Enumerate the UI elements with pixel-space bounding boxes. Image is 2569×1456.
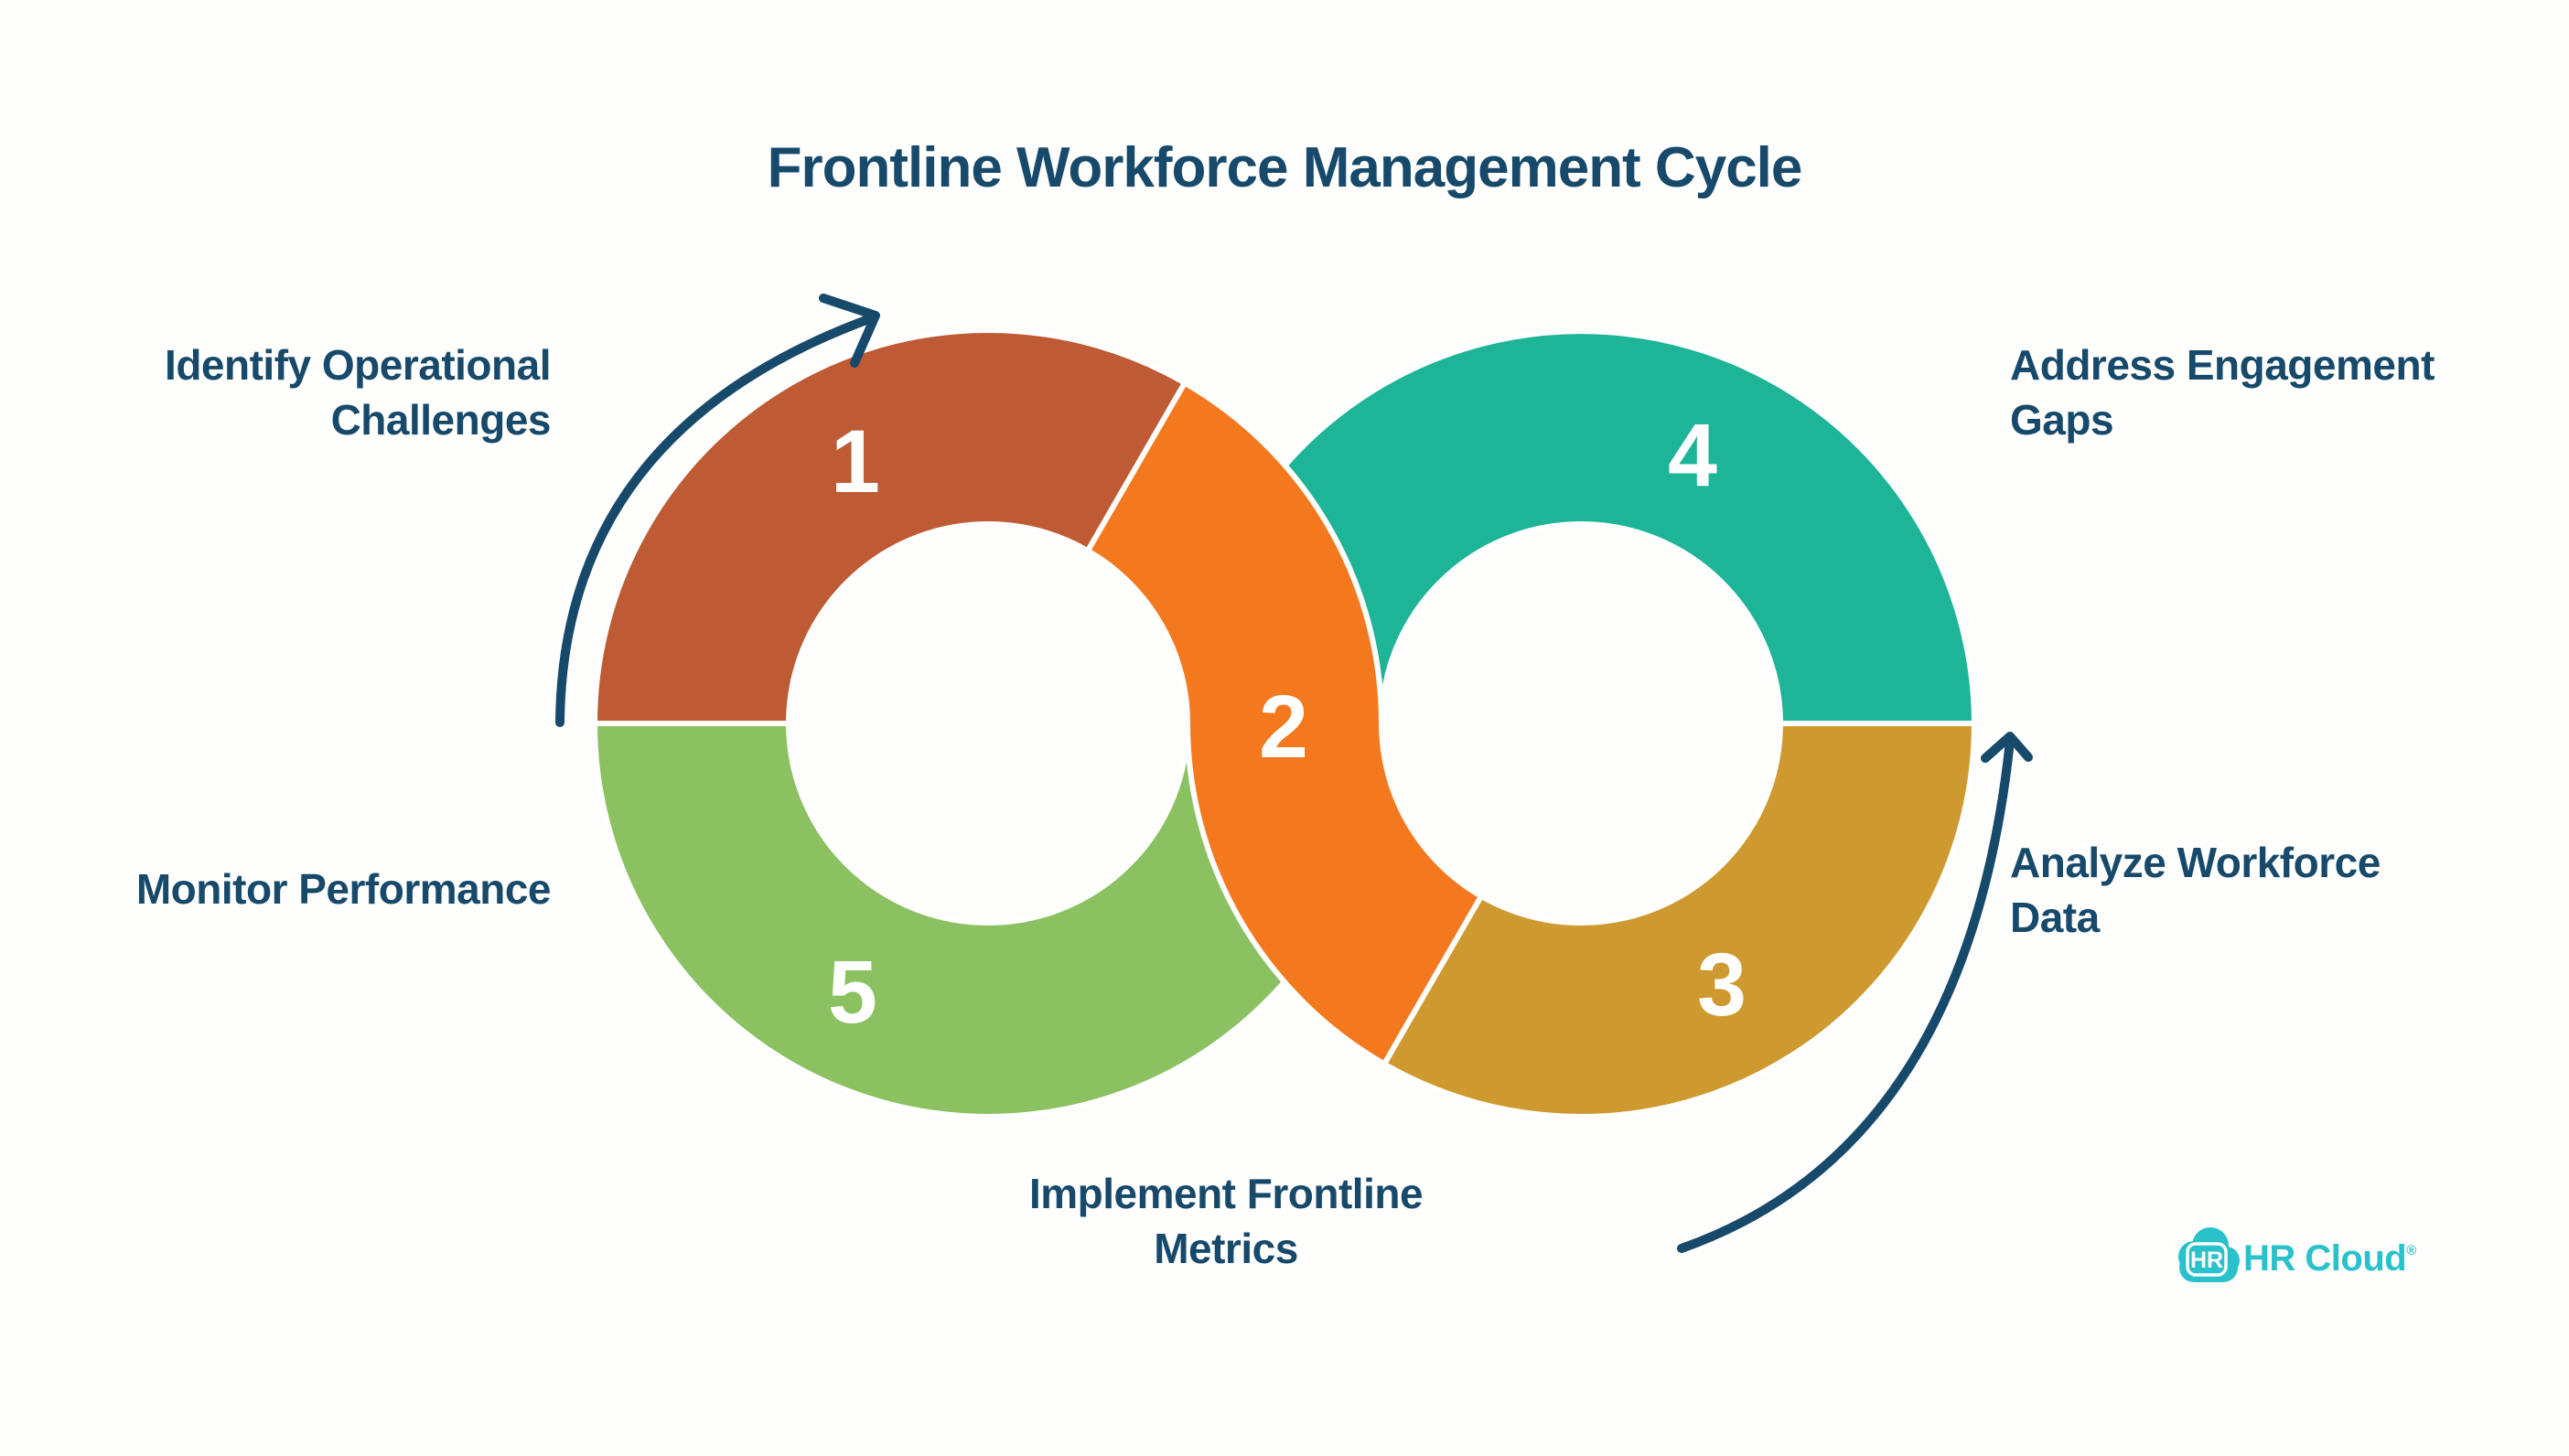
flow-arrow-right-shaft [1677, 736, 2015, 1253]
step-4-number: 4 [1668, 405, 1717, 505]
step-5-label: Monitor Performance [38, 862, 552, 916]
step-5-number: 5 [828, 942, 877, 1042]
step-4-label-line2: Gaps [2010, 396, 2114, 444]
step-1-label-line2: Challenges [330, 396, 552, 444]
step-5-label-line1: Monitor Performance [135, 865, 552, 913]
step-1-label-line1: Identify Operational [165, 341, 551, 389]
step-2-label: Implement Frontline Metrics [906, 1166, 1546, 1276]
step-3-number: 3 [1697, 935, 1747, 1034]
step-2-label-line2: Metrics [1154, 1225, 1298, 1272]
step-2-number: 2 [1259, 677, 1308, 776]
hr-badge-outline [2186, 1242, 2228, 1277]
flow-arrow-left-head [819, 294, 880, 368]
hr-cloud-logo-wordmark: HR Cloud® [2243, 1238, 2416, 1279]
flow-arrow-right-head [1981, 732, 2033, 763]
page-title: Frontline Workforce Management Cycle [767, 136, 1803, 199]
step-3-label-line1: Analyze Workforce [2010, 839, 2381, 886]
flow-arrow-left-shaft [555, 313, 878, 727]
segment-1-identify-operational-challenges [592, 327, 1188, 726]
step-2-label-line1: Implement Frontline [1028, 1170, 1424, 1217]
segment-2-implement-frontline-metrics [1085, 380, 1484, 1067]
step-1-label: Identify Operational Challenges [38, 337, 551, 447]
segment-3-analyze-workforce-data [1381, 721, 1977, 1119]
registered-trademark-symbol: ® [2406, 1243, 2416, 1258]
hr-badge-text: HR [2190, 1247, 2223, 1273]
step-3-label-line2: Data [2010, 894, 2100, 941]
segment-4-address-engagement-gaps [1282, 328, 1977, 726]
step-3-label: Analyze Workforce Data [2010, 835, 2522, 945]
segment-5-monitor-performance [592, 721, 1288, 1119]
step-4-label: Address Engagement Gaps [2010, 337, 2522, 447]
flow-arrow-left [555, 294, 880, 727]
step-1-number: 1 [831, 412, 880, 511]
step-4-label-line1: Address Engagement [2010, 341, 2435, 389]
hr-cloud-wordmark-text: HR Cloud [2243, 1238, 2407, 1279]
flow-arrow-right [1677, 732, 2033, 1253]
